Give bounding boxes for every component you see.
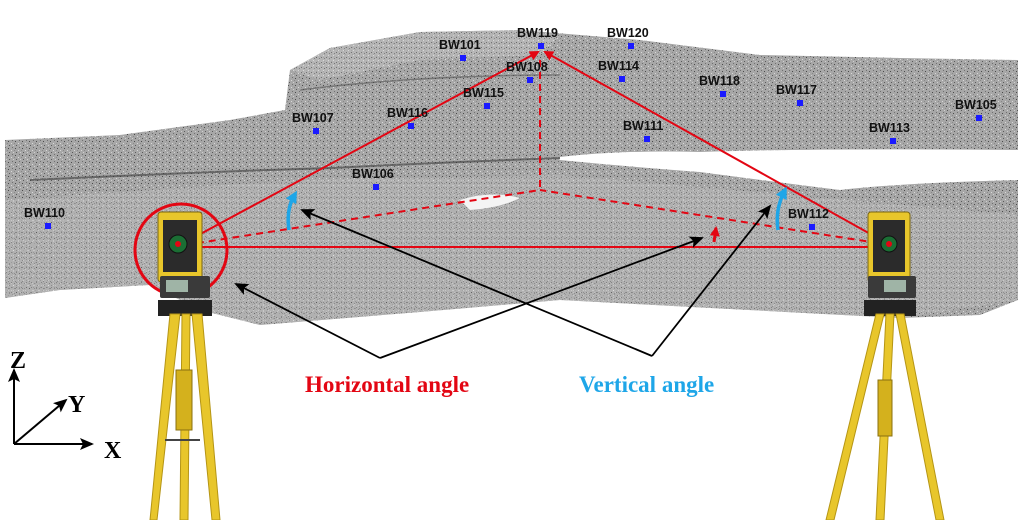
control-point-marker — [809, 224, 815, 230]
control-point: BW107 — [292, 111, 334, 134]
control-point-label: BW101 — [439, 38, 481, 52]
axis-x-label: X — [104, 438, 122, 464]
control-point-marker — [644, 136, 650, 142]
control-point-label: BW116 — [387, 106, 428, 120]
control-point-marker — [313, 128, 319, 134]
control-point-label: BW117 — [776, 83, 817, 97]
coordinate-axes: Z Y X — [7, 348, 122, 464]
control-point-marker — [527, 77, 533, 83]
control-point-label: BW110 — [24, 206, 65, 220]
control-point: BW108 — [506, 60, 548, 83]
control-point-label: BW115 — [463, 86, 504, 100]
control-point: BW110 — [24, 206, 65, 229]
control-point: BW101 — [439, 38, 481, 61]
control-point: BW106 — [352, 167, 394, 190]
right-total-station — [825, 211, 945, 520]
control-point-marker — [976, 115, 982, 121]
line-right-to-top — [543, 51, 891, 246]
control-point-marker — [628, 43, 634, 49]
axis-y-label: Y — [68, 392, 85, 418]
control-point-marker — [484, 103, 490, 109]
tripod-icon — [825, 300, 945, 520]
control-point: BW118 — [699, 74, 740, 97]
control-point: BW112 — [788, 207, 829, 230]
pointer-vertical-to-left — [300, 209, 653, 357]
control-point-marker — [373, 184, 379, 190]
control-point-label: BW108 — [506, 60, 548, 74]
control-point-marker — [408, 123, 414, 129]
control-point-marker — [797, 100, 803, 106]
point-cloud — [5, 30, 1018, 325]
control-point-marker — [720, 91, 726, 97]
control-point: BW116 — [387, 106, 428, 129]
left-total-station — [149, 211, 221, 520]
measurement-lines — [179, 51, 891, 252]
tripod-icon — [149, 300, 221, 520]
control-point-label: BW107 — [292, 111, 334, 125]
control-point-label: BW106 — [352, 167, 394, 181]
pointer-arrows — [234, 204, 772, 359]
control-point: BW105 — [955, 98, 997, 121]
control-point-marker — [538, 43, 544, 49]
pointer-horizontal-to-angle — [379, 236, 704, 359]
control-point: BW119 — [517, 26, 558, 49]
control-point: BW111 — [623, 119, 663, 142]
vertical-angle-caption: Vertical angle — [579, 372, 714, 397]
control-point-label: BW111 — [623, 119, 663, 133]
control-point-label: BW118 — [699, 74, 740, 88]
vertical-angle-arc-right — [775, 186, 787, 231]
control-point-label: BW114 — [598, 59, 639, 73]
horizontal-angle-caption: Horizontal angle — [305, 372, 469, 397]
line-left-to-top — [179, 51, 540, 246]
control-point-marker — [45, 223, 51, 229]
control-point: BW113 — [869, 121, 910, 144]
control-point: BW120 — [607, 26, 649, 49]
control-point-marker — [890, 138, 896, 144]
control-point: BW114 — [598, 59, 639, 82]
pointer-horizontal-to-circle — [234, 283, 381, 359]
horizontal-angle-arc — [709, 226, 720, 243]
control-point-label: BW119 — [517, 26, 558, 40]
pointer-vertical-to-right — [651, 204, 772, 357]
control-point: BW117 — [776, 83, 817, 106]
control-point-marker — [460, 55, 466, 61]
vertical-angle-arc-left — [285, 190, 297, 231]
control-point-label: BW113 — [869, 121, 910, 135]
total-station-icon — [157, 211, 210, 298]
control-point-label: BW112 — [788, 207, 829, 221]
control-point-label: BW105 — [955, 98, 997, 112]
control-point-marker — [619, 76, 625, 82]
control-point: BW115 — [463, 86, 504, 109]
control-point-label: BW120 — [607, 26, 649, 40]
total-station-icon — [867, 211, 916, 298]
axis-z-label: Z — [10, 348, 26, 374]
